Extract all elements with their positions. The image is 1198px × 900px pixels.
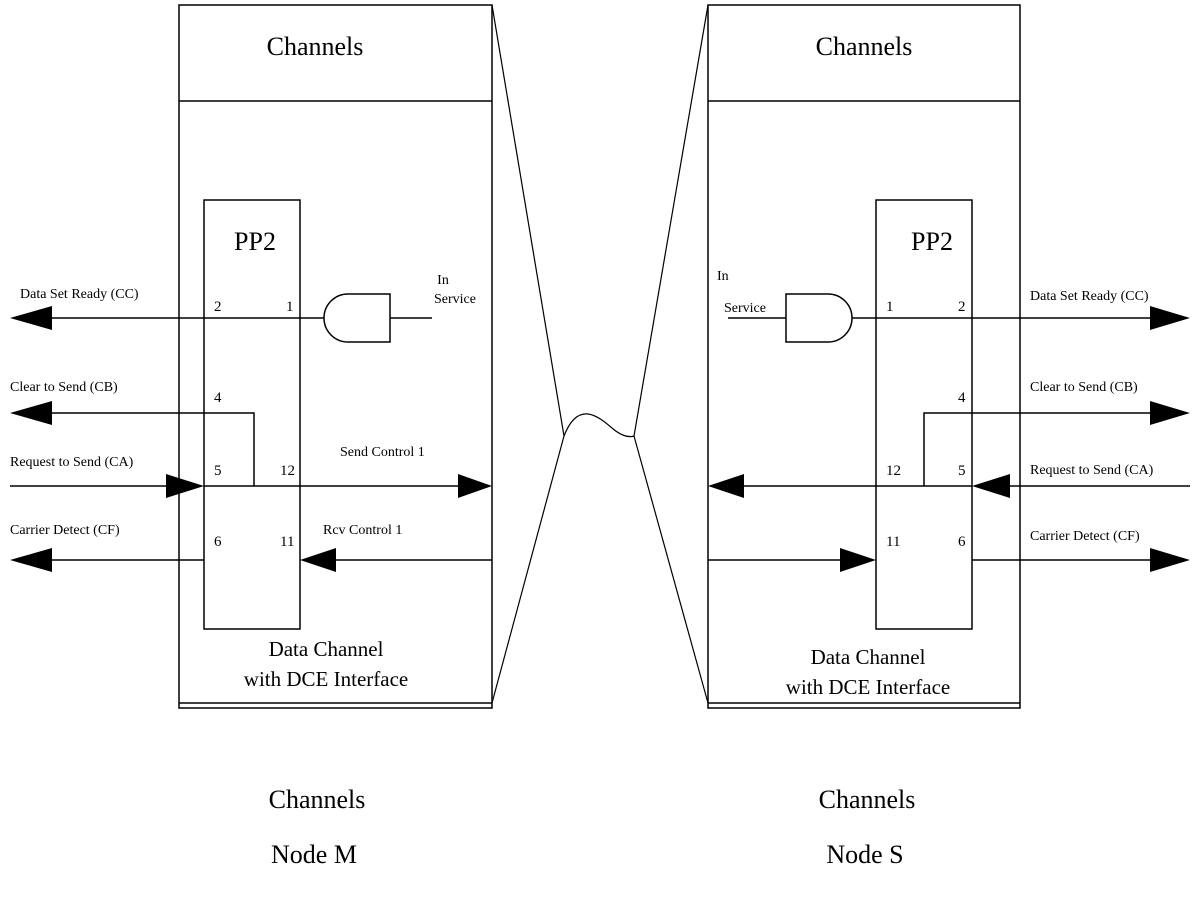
node-s-pin-1: 1 bbox=[886, 299, 894, 315]
node-m-pin-2: 2 bbox=[214, 299, 222, 315]
node-s-data-channel-line2: with DCE Interface bbox=[786, 675, 950, 699]
node-m-send-control-label: Send Control 1 bbox=[340, 445, 425, 460]
node-m-cts-arrowhead bbox=[10, 401, 52, 425]
link-line-lower-left bbox=[491, 435, 565, 704]
node-s-in-label: In bbox=[717, 269, 729, 284]
node-m-cd-arrowhead bbox=[10, 548, 52, 572]
node-s-pin-4: 4 bbox=[958, 390, 966, 406]
node-m-cts-label: Clear to Send (CB) bbox=[10, 380, 118, 395]
node-s-channels-top: Channels bbox=[816, 32, 913, 61]
node-m-data-channel-line2: with DCE Interface bbox=[244, 667, 408, 691]
node-s-cts-label: Clear to Send (CB) bbox=[1030, 380, 1138, 395]
node-s-channels-bottom: Channels bbox=[819, 785, 916, 814]
node-s-data-channel-line1: Data Channel bbox=[811, 645, 926, 669]
node-m-pin-11: 11 bbox=[280, 534, 294, 550]
node-s-pin-2: 2 bbox=[958, 299, 966, 315]
node-s-cts-line bbox=[923, 412, 1152, 486]
node-s-dsr-label: Data Set Ready (CC) bbox=[1030, 289, 1149, 304]
node-m-pin-5: 5 bbox=[214, 463, 222, 479]
node-m-rts-label: Request to Send (CA) bbox=[10, 455, 134, 470]
node-m-channels-bottom: Channels bbox=[269, 785, 366, 814]
node-s-service-label: Service bbox=[724, 301, 766, 316]
node-s-pp2-label: PP2 bbox=[911, 227, 953, 256]
node-s-pin-6: 6 bbox=[958, 534, 966, 550]
node-m-dsr-arrowhead bbox=[10, 306, 52, 330]
node-m-pin-12: 12 bbox=[280, 463, 295, 479]
node-m-frame bbox=[178, 4, 493, 709]
node-s-rts-arrowhead bbox=[972, 474, 1010, 498]
node-m-service-label: Service bbox=[434, 292, 476, 307]
node-m-rcv-control-arrowhead bbox=[300, 548, 336, 572]
node-s-label: Node S bbox=[826, 840, 903, 869]
node-s-cd-arrowhead bbox=[1150, 548, 1190, 572]
node-m-send-control-arrowhead bbox=[458, 474, 492, 498]
node-s-pin-11: 11 bbox=[886, 534, 900, 550]
node-m-pin-1: 1 bbox=[286, 299, 294, 315]
node-m-rts-arrowhead bbox=[166, 474, 204, 498]
node-s-rts-label: Request to Send (CA) bbox=[1030, 463, 1154, 478]
node-m-pin-6: 6 bbox=[214, 534, 222, 550]
node-m-label: Node M bbox=[271, 840, 357, 869]
node-m-rcv-control-label: Rcv Control 1 bbox=[323, 523, 402, 538]
node-s-dsr-arrowhead bbox=[1150, 306, 1190, 330]
node-s: Channels Channels PP2 1 2 4 12 5 11 6 In… bbox=[707, 4, 1190, 869]
node-m-cts-line bbox=[50, 412, 255, 486]
link-line-upper-right bbox=[633, 4, 709, 437]
node-s-frame bbox=[707, 4, 1021, 709]
link-line-lower-right bbox=[633, 435, 709, 704]
node-m-in-label: In bbox=[437, 273, 449, 288]
node-s-pin-12: 12 bbox=[886, 463, 901, 479]
node-m-pp2-label: PP2 bbox=[234, 227, 276, 256]
node-m: Channels Channels PP2 2 1 4 5 12 6 11 Da… bbox=[10, 4, 493, 869]
node-s-cts-arrowhead bbox=[1150, 401, 1190, 425]
node-m-dsr-label: Data Set Ready (CC) bbox=[20, 287, 139, 302]
link-line-upper-left bbox=[491, 4, 565, 437]
node-m-data-channel-line1: Data Channel bbox=[269, 637, 384, 661]
node-m-and-gate bbox=[323, 293, 391, 343]
node-m-channels-top: Channels bbox=[267, 32, 364, 61]
node-m-pp2-box bbox=[203, 199, 301, 630]
node-s-cd-label: Carrier Detect (CF) bbox=[1030, 529, 1140, 544]
node-link bbox=[491, 4, 709, 704]
node-m-pin-4: 4 bbox=[214, 390, 222, 406]
node-s-pp2-box bbox=[875, 199, 973, 630]
node-m-cd-label: Carrier Detect (CF) bbox=[10, 523, 120, 538]
node-s-pin-5: 5 bbox=[958, 463, 966, 479]
link-wave bbox=[563, 413, 635, 438]
node-s-rcv-control-arrowhead bbox=[840, 548, 876, 572]
node-s-send-control-arrowhead bbox=[708, 474, 744, 498]
node-s-and-gate bbox=[785, 293, 853, 343]
